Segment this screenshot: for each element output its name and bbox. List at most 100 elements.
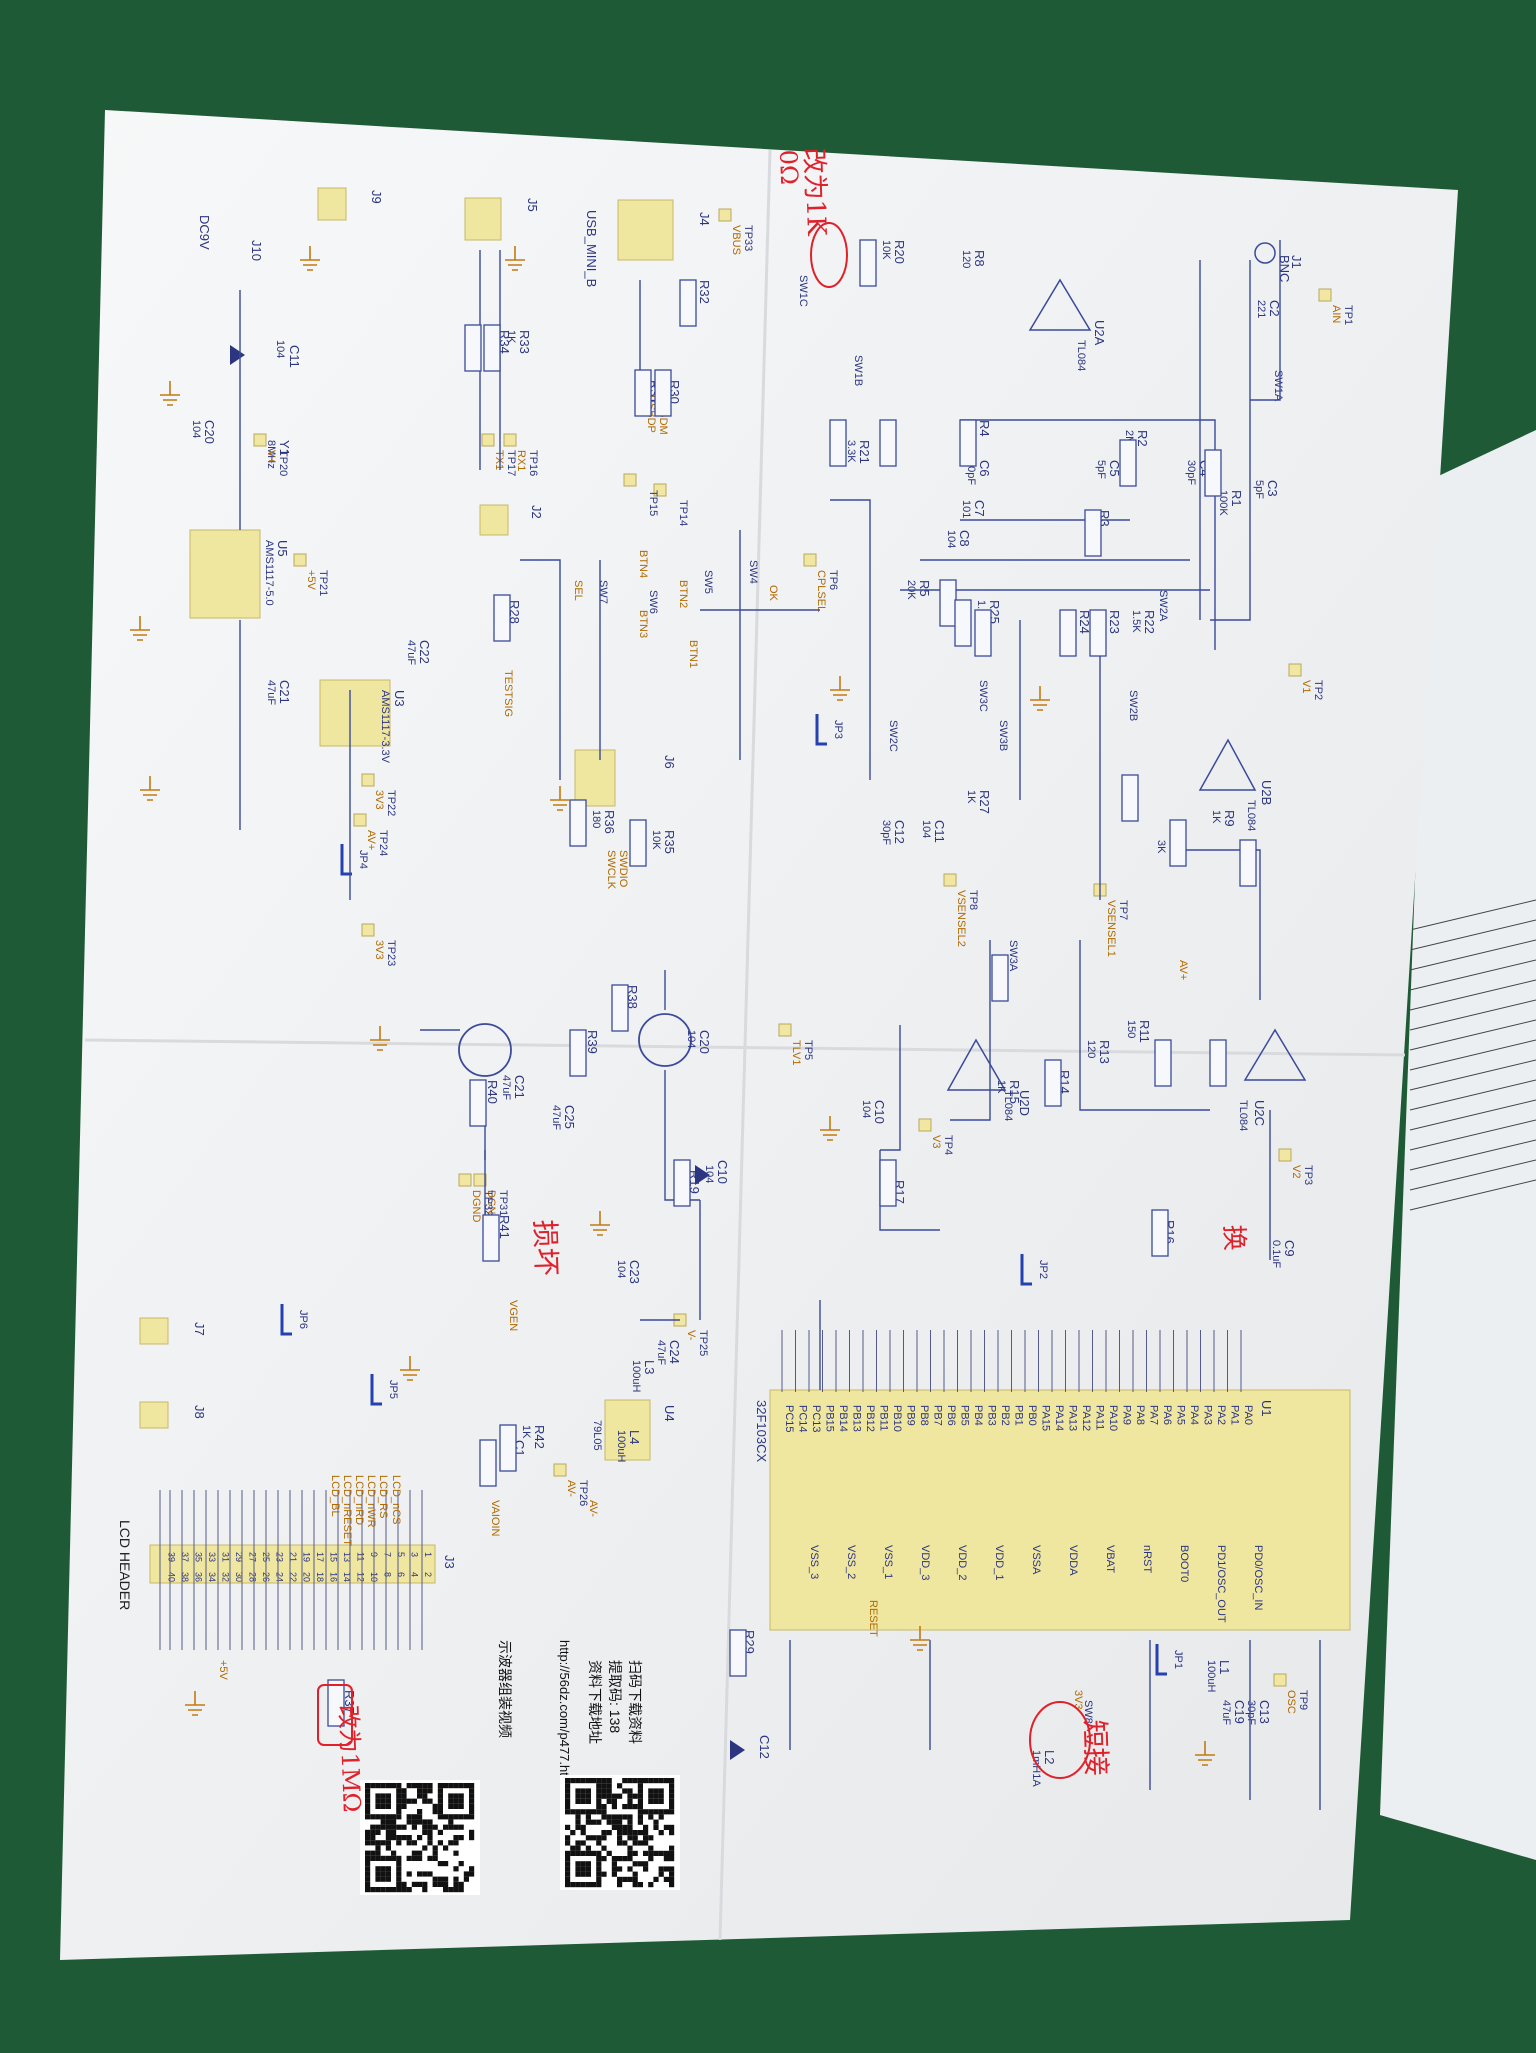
qr-module <box>401 1881 407 1887</box>
mcu-pin-label: PA2 <box>1215 1405 1227 1425</box>
net-label: OK <box>767 585 779 602</box>
qr-module <box>565 1783 571 1789</box>
test-point-net: VBUS <box>730 225 742 255</box>
mcu-power-pin-label: VDD_2 <box>956 1545 968 1580</box>
mcu-pin-label: PB15 <box>824 1405 836 1432</box>
connector-j9-ref: J9 <box>369 190 384 204</box>
qr-module <box>380 1840 386 1846</box>
qr-module <box>401 1835 407 1841</box>
qr-module <box>427 1871 433 1877</box>
mcu-pin-label: PA12 <box>1080 1405 1092 1431</box>
header-pin-number: 28 <box>248 1572 258 1582</box>
test-point-ref: TP32 <box>482 1190 494 1216</box>
mcu-pin-label: PA8 <box>1134 1405 1146 1425</box>
qr-module <box>396 1871 402 1877</box>
qr-module <box>401 1788 407 1794</box>
qr-module <box>658 1866 664 1872</box>
fold-line-horizontal <box>84 1038 1406 1057</box>
qr-module <box>375 1840 381 1846</box>
qr-module <box>448 1824 454 1830</box>
footer-video-label: 示波器组装视频 <box>497 1640 513 1738</box>
qr-module <box>632 1830 638 1836</box>
test-point-net: VSENSEL2 <box>955 890 967 947</box>
mcu-pin-label: PA11 <box>1094 1405 1106 1430</box>
u3-ref: U3 <box>392 690 407 707</box>
qr-module <box>453 1783 459 1789</box>
component-ref: R41 <box>497 1215 512 1239</box>
qr-module <box>422 1881 428 1887</box>
qr-module <box>422 1819 428 1825</box>
qr-module <box>565 1835 571 1841</box>
qr-module <box>391 1819 397 1825</box>
qr-module <box>417 1819 423 1825</box>
mcu-pin-label: PB13 <box>851 1405 863 1432</box>
qr-module <box>469 1803 475 1809</box>
qr-module <box>648 1788 654 1794</box>
qr-module <box>458 1798 464 1804</box>
component-ref: C11 <box>932 820 947 843</box>
qr-module <box>380 1876 386 1882</box>
qr-module <box>469 1866 475 1872</box>
qr-module <box>401 1803 407 1809</box>
header-pin-number: 34 <box>207 1572 217 1582</box>
test-point-pad <box>361 773 375 787</box>
qr-module <box>601 1871 607 1877</box>
transistor-q1-icon <box>638 1013 692 1067</box>
qr-module <box>375 1829 381 1835</box>
component-value: 10K <box>880 240 892 260</box>
component-ref: Y1 <box>277 440 292 456</box>
u4-part: 79L05 <box>591 1420 603 1451</box>
qr-module <box>365 1855 371 1861</box>
qr-module <box>622 1788 628 1794</box>
component-value: 3.3K <box>845 440 857 463</box>
qr-module <box>606 1783 612 1789</box>
qr-module <box>669 1882 675 1888</box>
qr-module <box>443 1814 449 1820</box>
opamp-u2b: U2B TL084 <box>1198 738 1274 831</box>
mcu-pin-label: PC15 <box>783 1405 795 1433</box>
component-ref: R34 <box>497 330 512 354</box>
qr-module <box>370 1783 376 1789</box>
test-point-pad <box>1278 1148 1292 1162</box>
qr-module <box>365 1861 371 1867</box>
qr-module <box>437 1881 443 1887</box>
qr-module <box>370 1829 376 1835</box>
qr-module <box>380 1824 386 1830</box>
qr-module <box>396 1861 402 1867</box>
mcu-power-pin-label: nRST <box>1141 1545 1153 1573</box>
jumper-bracket <box>340 844 352 876</box>
qr-module <box>575 1850 581 1856</box>
jumper-ref: JP1 <box>1172 1650 1184 1669</box>
qr-module <box>385 1855 391 1861</box>
test-point-ref: TP15 <box>647 490 659 516</box>
switch-ref: SW3C <box>977 680 989 712</box>
lcd-header-body <box>149 1544 436 1584</box>
switch-ref: SW3B <box>997 720 1009 751</box>
qr-module <box>422 1798 428 1804</box>
qr-module <box>411 1850 417 1856</box>
handwritten-notes: 改为1K 0Ω 换 损坏 改为1MΩ 短接 <box>317 147 1249 1813</box>
mcu-pin-label: PB1 <box>1013 1405 1025 1426</box>
qr-module <box>611 1793 617 1799</box>
test-point-ref: TP16 <box>527 450 539 476</box>
test-point-pad <box>553 1463 567 1477</box>
header-pin-number: 23 <box>275 1552 285 1562</box>
qr-module <box>406 1819 412 1825</box>
header-pin-number: 4 <box>410 1572 420 1577</box>
component-value: 30pF <box>1185 460 1197 485</box>
header-pin-number: 24 <box>275 1572 285 1582</box>
connector-j7 <box>139 1317 169 1345</box>
mcu-pin-label: PA6 <box>1161 1405 1173 1425</box>
mcu-power-pin-label: BOOT0 <box>1178 1545 1190 1582</box>
test-point-ref: TP6 <box>827 570 839 590</box>
test-point-pad <box>473 1173 487 1187</box>
test-point-net: CPLSEL <box>815 570 827 612</box>
qr-module <box>627 1850 633 1856</box>
qr-module <box>385 1835 391 1841</box>
qr-module <box>458 1793 464 1799</box>
qr-module <box>432 1855 438 1861</box>
qr-module <box>427 1819 433 1825</box>
qr-module <box>385 1840 391 1846</box>
qr-module <box>596 1793 602 1799</box>
qr-module <box>453 1866 459 1872</box>
